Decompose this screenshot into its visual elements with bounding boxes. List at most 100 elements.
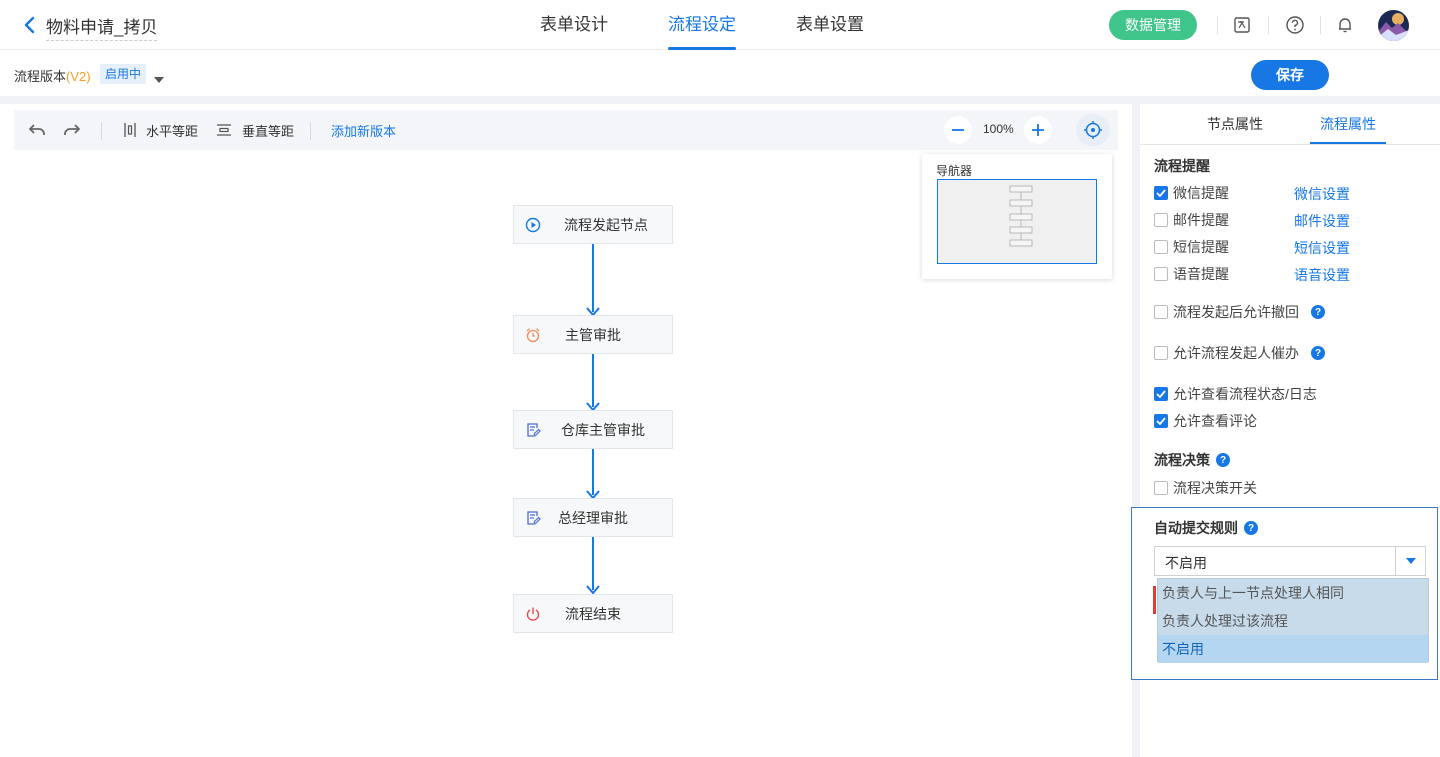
caret-down-icon: [154, 77, 164, 83]
email-remind-checkbox[interactable]: 邮件提醒: [1154, 210, 1229, 230]
flow-canvas[interactable]: 水平等距 垂直等距 添加新版本 100% 导航器: [0, 104, 1132, 757]
horizontal-distribute-button[interactable]: 水平等距: [122, 120, 198, 140]
checkbox-label: 允许流程发起人催办: [1173, 345, 1299, 361]
help-circle-icon[interactable]: ?: [1244, 521, 1258, 535]
flow-node-label: 总经理审批: [558, 509, 628, 526]
header-divider: [1320, 16, 1321, 34]
select-caret[interactable]: [1395, 547, 1425, 575]
checkbox-label: 允许查看评论: [1173, 413, 1257, 429]
navigator-panel: 导航器: [922, 154, 1112, 279]
checkbox[interactable]: [1154, 213, 1168, 227]
allow-view-comments-checkbox[interactable]: 允许查看评论: [1154, 411, 1257, 431]
auto-submit-select[interactable]: 不启用: [1154, 546, 1426, 576]
navigator-title: 导航器: [936, 164, 973, 178]
vertical-distribute-button[interactable]: 垂直等距: [216, 120, 294, 140]
checkbox-label: 微信提醒: [1173, 185, 1229, 201]
horizontal-distribute-label: 水平等距: [146, 123, 199, 139]
version-label: 流程版本(V2): [14, 66, 91, 85]
tab-node-properties[interactable]: 节点属性: [1207, 116, 1263, 132]
save-button[interactable]: 保存: [1251, 60, 1329, 90]
zoom-in-button[interactable]: [1024, 116, 1052, 144]
navigator-viewport[interactable]: [937, 179, 1097, 264]
translate-button[interactable]: [1231, 14, 1253, 36]
tab-flow-settings[interactable]: 流程设定: [668, 0, 736, 50]
undo-button[interactable]: [28, 120, 46, 140]
flow-connector: [592, 354, 594, 407]
wechat-remind-checkbox[interactable]: 微信提醒: [1154, 183, 1229, 203]
app-title[interactable]: 物料申请_拷贝: [46, 13, 158, 41]
toolbar-divider: [310, 122, 311, 140]
help-circle-icon[interactable]: ?: [1311, 346, 1325, 360]
main-tabs: 表单设计 流程设定 表单设置: [540, 0, 924, 50]
email-settings-link[interactable]: 邮件设置: [1294, 213, 1350, 229]
question-circle-icon: [1286, 16, 1304, 34]
translate-icon: [1234, 17, 1250, 33]
header-divider: [1217, 16, 1218, 34]
error-indicator: [1153, 586, 1156, 614]
sms-remind-checkbox[interactable]: 短信提醒: [1154, 237, 1229, 257]
checkbox-checked[interactable]: [1154, 186, 1168, 200]
tab-flow-properties[interactable]: 流程属性: [1310, 104, 1386, 144]
allow-withdraw-checkbox[interactable]: 流程发起后允许撤回 ?: [1154, 302, 1325, 322]
help-circle-icon[interactable]: ?: [1311, 305, 1325, 319]
checkbox-label: 流程决策开关: [1173, 480, 1257, 496]
version-number: (V2): [66, 69, 91, 84]
canvas-toolbar: 水平等距 垂直等距 添加新版本 100%: [14, 110, 1118, 150]
checkbox[interactable]: [1154, 267, 1168, 281]
zoom-out-button[interactable]: [944, 116, 972, 144]
help-button[interactable]: [1284, 14, 1306, 36]
status-badge: 启用中: [100, 64, 147, 84]
data-management-button[interactable]: 数据管理: [1109, 10, 1197, 40]
checkbox-checked[interactable]: [1154, 387, 1168, 401]
flow-node-manager-approval[interactable]: 主管审批: [513, 315, 673, 354]
checkbox-label: 允许查看流程状态/日志: [1173, 386, 1317, 402]
undo-icon: [29, 124, 45, 135]
version-dropdown[interactable]: [154, 70, 164, 86]
auto-submit-section: 自动提交规则 ? 不启用 负责人与上一节点处理人相同 负责人处理过该流程 不启用: [1131, 507, 1438, 680]
flow-node-label: 流程发起节点: [564, 216, 648, 233]
flow-node-gm-approval[interactable]: 总经理审批: [513, 498, 673, 537]
vertical-distribute-icon: [217, 124, 231, 136]
add-version-link[interactable]: 添加新版本: [331, 123, 397, 139]
allow-urge-checkbox[interactable]: 允许流程发起人催办 ?: [1154, 343, 1325, 363]
dropdown-option[interactable]: 负责人处理过该流程: [1162, 613, 1288, 629]
help-circle-icon[interactable]: ?: [1216, 453, 1230, 467]
allow-view-log-checkbox[interactable]: 允许查看流程状态/日志: [1154, 384, 1317, 404]
voice-settings-link[interactable]: 语音设置: [1294, 267, 1350, 283]
tab-form-settings[interactable]: 表单设置: [796, 15, 864, 34]
plus-icon: [1032, 124, 1044, 136]
select-value: 不启用: [1165, 555, 1207, 571]
checkbox[interactable]: [1154, 346, 1168, 360]
voice-remind-checkbox[interactable]: 语音提醒: [1154, 264, 1229, 284]
panel-tab-divider: [1140, 144, 1440, 145]
arrow-down-icon: [586, 585, 600, 594]
vertical-distribute-label: 垂直等距: [242, 123, 295, 139]
tab-form-design[interactable]: 表单设计: [540, 15, 608, 34]
redo-button[interactable]: [63, 120, 81, 140]
back-button[interactable]: [20, 14, 38, 36]
decision-section-title: 流程决策 ?: [1154, 450, 1230, 470]
sms-settings-link[interactable]: 短信设置: [1294, 240, 1350, 256]
toolbar-divider: [101, 122, 102, 140]
dropdown-option-selected[interactable]: 不启用: [1158, 635, 1428, 663]
notification-button[interactable]: [1334, 14, 1356, 36]
decision-switch-checkbox[interactable]: 流程决策开关: [1154, 478, 1257, 498]
flow-node-end[interactable]: 流程结束: [513, 594, 673, 633]
checkbox-checked[interactable]: [1154, 414, 1168, 428]
flow-node-start[interactable]: 流程发起节点: [513, 205, 673, 244]
check-icon: [1156, 417, 1166, 425]
flow-node-warehouse-approval[interactable]: 仓库主管审批: [513, 410, 673, 449]
checkbox-label: 短信提醒: [1173, 239, 1229, 255]
decision-title-text: 流程决策: [1154, 452, 1210, 468]
dropdown-option[interactable]: 负责人与上一节点处理人相同: [1162, 585, 1344, 601]
locate-button[interactable]: [1076, 114, 1110, 146]
auto-submit-dropdown: 负责人与上一节点处理人相同 负责人处理过该流程 不启用: [1157, 578, 1429, 663]
zoom-level: 100%: [983, 122, 1014, 136]
wechat-settings-link[interactable]: 微信设置: [1294, 186, 1350, 202]
checkbox[interactable]: [1154, 481, 1168, 495]
checkbox-label: 流程发起后允许撤回: [1173, 304, 1299, 320]
checkbox[interactable]: [1154, 240, 1168, 254]
flow-connector: [592, 537, 594, 590]
avatar[interactable]: [1378, 10, 1409, 41]
checkbox[interactable]: [1154, 305, 1168, 319]
